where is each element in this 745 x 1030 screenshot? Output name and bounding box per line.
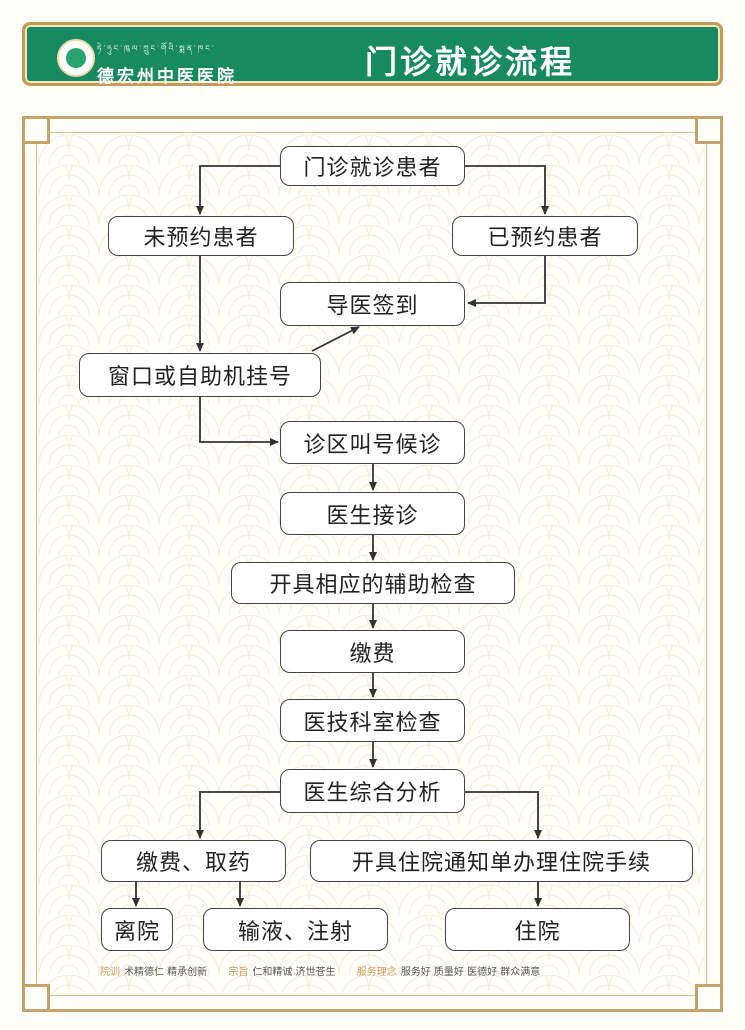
arrow-analysis-to-medicine: [196, 791, 280, 839]
arrow-register-to-checkin: [311, 326, 360, 352]
decorative-frame-inner: [36, 132, 707, 996]
node-unbooked: 未预约患者: [108, 216, 294, 256]
frame-corner-ornament: [22, 984, 50, 1012]
node-guide-checkin: 导医签到: [280, 282, 465, 326]
motto-text: 术精德仁 精承创新: [124, 967, 208, 978]
arrow-booked-to-checkin: [467, 256, 546, 307]
node-consult: 医生接诊: [280, 492, 465, 535]
header-banner: ཏེ་ཧུང་ཁུལ་ཀྲུང་གོའི་སྨན་ཁང་ 德宏州中医医院 Sau…: [22, 22, 723, 94]
footer-slogans: 院训术精德仁 精承创新 宗旨仁和精诚 济世苍生 服务理念服务好 质量好 医德好 …: [100, 963, 558, 978]
hospital-name-block: ཏེ་ཧུང་ཁུལ་ཀྲུང་གོའི་སྨན་ཁང་ 德宏州中医医院 Sau…: [97, 39, 242, 94]
arrow-register-to-callwait: [199, 396, 279, 446]
node-register: 窗口或自助机挂号: [79, 353, 321, 397]
purpose-key: 宗旨: [228, 967, 249, 978]
node-call-wait: 诊区叫号候诊: [280, 421, 465, 464]
hospital-name: 德宏州中医医院: [97, 67, 237, 87]
hospital-name-tibetan: ཏེ་ཧུང་ཁུལ་ཀྲུང་གོའི་སྨན་ཁང་: [97, 44, 216, 53]
node-booked: 已预约患者: [452, 216, 638, 256]
arrow-start-to-unbooked: [196, 165, 280, 215]
hospital-name-latin: Sau.hu.ong Wungdo Nauifui Tsiraung: [97, 87, 242, 94]
node-pay-medicine: 缴费、取药: [101, 840, 286, 882]
node-outpatient: 门诊就诊患者: [280, 146, 465, 186]
node-hospitalize: 住院: [445, 908, 630, 951]
node-tech-exam: 医技科室检查: [280, 699, 465, 742]
service-text: 服务好 质量好 医德好 群众满意: [400, 967, 541, 978]
hospital-logo: [57, 39, 95, 77]
node-infusion: 输液、注射: [203, 908, 388, 951]
motto-key: 院训: [100, 967, 120, 978]
frame-corner-ornament: [695, 116, 723, 144]
page-title: 门诊就诊流程: [365, 43, 576, 81]
node-admission-notice: 开具住院通知单办理住院手续: [310, 840, 693, 882]
node-payment: 缴费: [280, 630, 465, 673]
arrow-analysis-to-admission: [465, 791, 542, 839]
decorative-frame: [22, 116, 723, 1012]
node-analysis: 医生综合分析: [280, 769, 465, 813]
service-key: 服务理念: [356, 967, 397, 978]
node-discharge: 离院: [101, 908, 173, 951]
arrow-start-to-booked: [465, 165, 549, 215]
node-exam-order: 开具相应的辅助检查: [231, 562, 515, 604]
purpose-text: 仁和精诚 济世苍生: [252, 967, 336, 978]
